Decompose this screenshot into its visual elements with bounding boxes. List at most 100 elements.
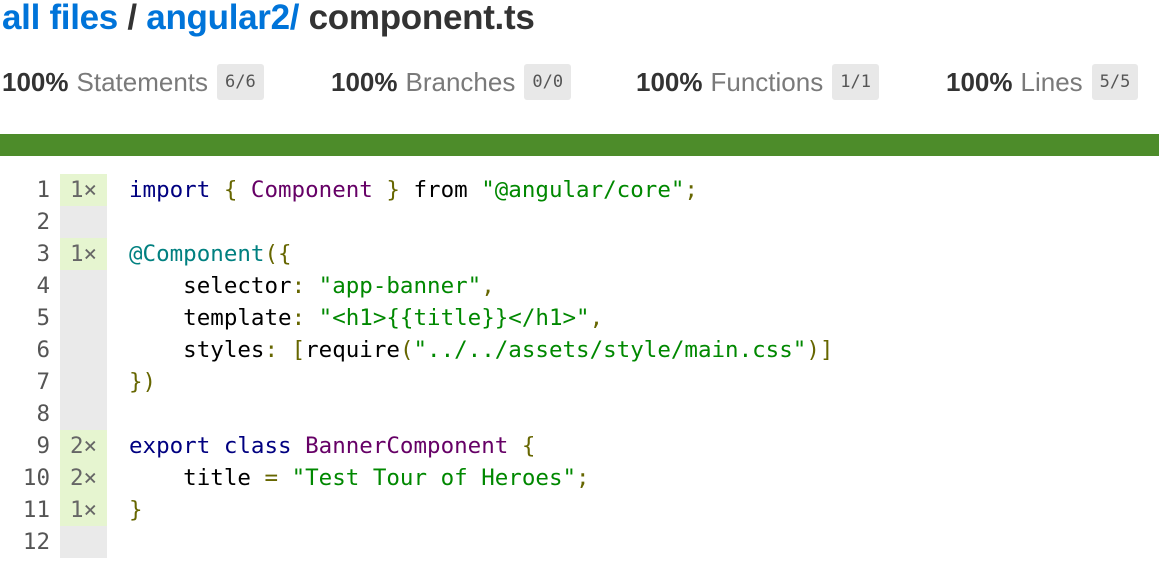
code-line: 5 template: "<h1>{{title}}</h1>", [0, 302, 1159, 334]
code-token: : [291, 305, 306, 331]
code-token: }) [129, 369, 157, 395]
code-token [373, 177, 387, 203]
stat-branches: 100% Branches 0/0 [331, 62, 572, 102]
code-token [210, 177, 224, 203]
code-token: export [129, 433, 211, 459]
code-token: ({ [264, 241, 292, 267]
code-line: 4 selector: "app-banner", [0, 270, 1159, 302]
code-token: : [264, 337, 279, 363]
code-token: "../../assets/style/main.css" [413, 337, 807, 363]
hit-count [60, 334, 107, 366]
line-number[interactable]: 10 [22, 465, 50, 491]
stat-fraction: 6/6 [217, 64, 264, 100]
code-line: 3 1× @Component({ [0, 238, 1159, 270]
code-token: "<h1>{{title}}</h1>" [318, 305, 590, 331]
source-listing: 1 1× import { Component } from "@angular/c… [0, 174, 1159, 558]
code-token: , [589, 305, 604, 331]
stat-fraction: 5/5 [1091, 64, 1139, 100]
source-code: } [129, 494, 143, 526]
hit-count [60, 526, 107, 558]
code-token: selector [129, 273, 292, 299]
code-token: require [305, 337, 400, 363]
code-token [292, 433, 306, 459]
stat-label: Branches [405, 66, 516, 97]
line-number[interactable]: 11 [22, 497, 50, 523]
stat-statements: 100% Statements 6/6 [2, 62, 264, 102]
line-number[interactable]: 1 [36, 177, 50, 203]
code-token: @Component [129, 241, 265, 267]
hit-count: 1× [60, 494, 107, 526]
line-number[interactable]: 9 [36, 433, 50, 459]
code-token [210, 433, 224, 459]
page-title: component.ts [308, 0, 535, 37]
hit-count [60, 270, 107, 302]
breadcrumb-dir-link[interactable]: angular2/ [146, 0, 300, 37]
code-token: ; [576, 465, 590, 491]
line-number[interactable]: 3 [36, 241, 50, 267]
hit-count [60, 206, 107, 238]
breadcrumb-all-files-link[interactable]: all files [2, 0, 118, 37]
code-token: ; [684, 177, 698, 203]
code-token: { [521, 433, 536, 459]
hit-count: 2× [60, 462, 107, 494]
code-token: Component [250, 177, 373, 203]
breadcrumb: all files / angular2/ component.ts [2, 0, 535, 38]
code-token: } [129, 497, 143, 523]
hit-count [60, 366, 107, 398]
code-token [278, 465, 292, 491]
stat-label: Statements [76, 66, 209, 97]
code-line: 11 1×} [0, 494, 1159, 526]
hit-count: 1× [60, 174, 107, 206]
stat-percentage: 100% [2, 66, 69, 97]
source-code: template: "<h1>{{title}}</h1>", [129, 302, 603, 334]
line-number[interactable]: 7 [36, 369, 50, 395]
stat-fraction: 1/1 [832, 64, 879, 100]
stat-percentage: 100% [331, 66, 398, 97]
source-code: export class BannerComponent { [129, 430, 535, 462]
hit-count: 2× [60, 430, 107, 462]
stat-lines: 100% Lines 5/5 [946, 62, 1139, 102]
source-code: import { Component } from "@angular/core… [129, 174, 698, 206]
code-token [305, 273, 319, 299]
line-number[interactable]: 4 [36, 273, 50, 299]
source-code: }) [129, 366, 156, 398]
code-token: "@angular/core" [481, 177, 685, 203]
code-line: 7}) [0, 366, 1159, 398]
hit-count [60, 398, 107, 430]
source-code: title = "Test Tour of Heroes"; [129, 462, 590, 494]
line-number[interactable]: 6 [36, 337, 50, 363]
coverage-status-bar [0, 134, 1159, 156]
code-line: 6 styles: [require("../../assets/style/m… [0, 334, 1159, 366]
code-token: "Test Tour of Heroes" [291, 465, 577, 491]
code-token [278, 337, 292, 363]
code-token: styles [129, 337, 265, 363]
line-number[interactable]: 12 [22, 529, 50, 555]
code-token: [ [291, 337, 306, 363]
code-token [305, 305, 319, 331]
line-number[interactable]: 2 [36, 209, 50, 235]
line-number[interactable]: 5 [36, 305, 50, 331]
stat-label: Functions [710, 66, 824, 97]
code-line: 12 [0, 526, 1159, 558]
code-token: title [129, 465, 265, 491]
stat-fraction: 0/0 [524, 64, 572, 100]
coverage-summary: 100% Statements 6/6 100% Branches 0/0 10… [0, 62, 1159, 102]
hit-count: 1× [60, 238, 107, 270]
code-token: )] [806, 337, 834, 363]
stat-percentage: 100% [636, 66, 703, 97]
code-line: 1 1× import { Component } from "@angular/c… [0, 174, 1159, 206]
source-code: styles: [require("../../assets/style/mai… [129, 334, 833, 366]
code-token: "app-banner" [318, 273, 482, 299]
code-line: 8 [0, 398, 1159, 430]
code-token: : [291, 273, 306, 299]
stat-percentage: 100% [946, 66, 1013, 97]
code-token [508, 433, 522, 459]
line-number[interactable]: 8 [36, 401, 50, 427]
code-token: ( [399, 337, 414, 363]
hit-count [60, 302, 107, 334]
code-token [237, 177, 251, 203]
stat-functions: 100% Functions 1/1 [636, 62, 879, 102]
source-code: @Component({ [129, 238, 292, 270]
stat-label: Lines [1020, 66, 1083, 97]
code-token: { [223, 177, 238, 203]
